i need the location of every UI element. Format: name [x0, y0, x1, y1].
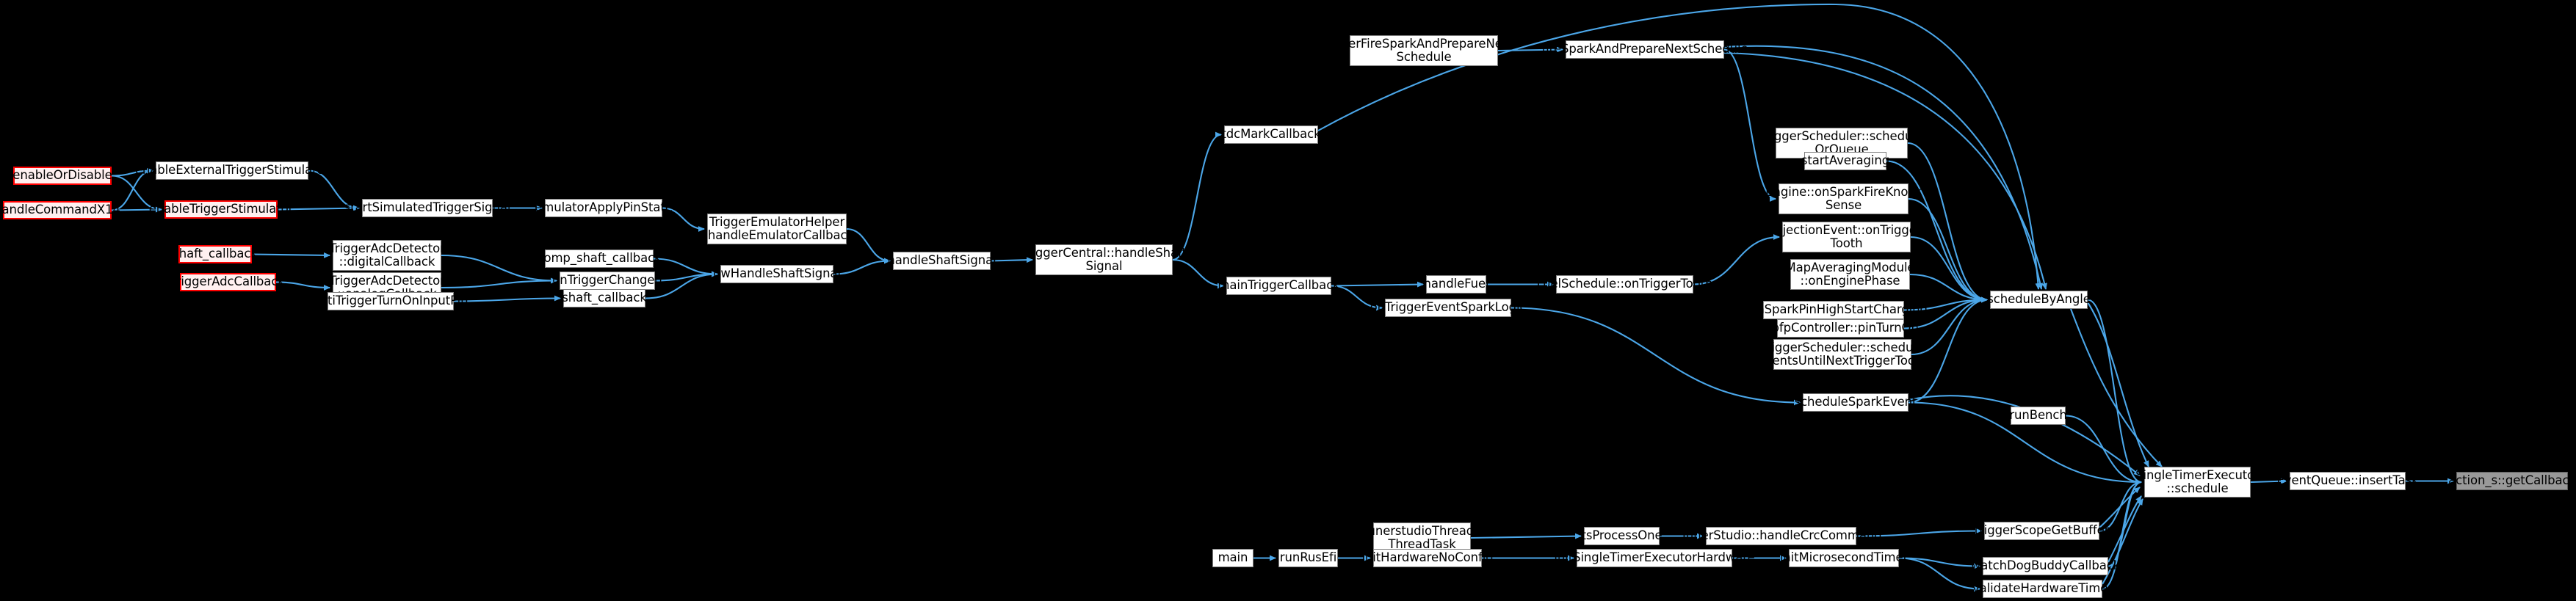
graph-node-handlecommandx14[interactable]: handleCommandX14	[0, 201, 120, 219]
graph-node-tdcmarkcallback[interactable]: tdcMarkCallback	[1221, 125, 1321, 144]
edge-handleshaftsignal-to-triggercentral-handleshaftsignal	[990, 257, 1033, 263]
graph-node-triggeradccallback[interactable]: triggerAdcCallback	[171, 273, 285, 291]
graph-node-turnsparkpinhighstartcharging[interactable]: turnSparkPinHighStartCharging	[1740, 301, 1928, 319]
edge-triggerscheduler-scheduleeventsuntilnexttriggertooth-to-schedulebyangle	[1911, 296, 1988, 356]
edge-validatehardwaretimer-to-singletimerexecutor	[2102, 498, 2143, 585]
edge-triggeremulatorhelper-handleemulatorcallback-to-handleshaftsignal	[846, 227, 891, 264]
edge-shaft-callback2-to-hwhandleshaftsignal	[645, 271, 718, 299]
edge-schedulebyangle-to-singletimerexecutor-schedule	[2087, 299, 2142, 485]
edge-schedulesparkevent-to-singletimerexecutor-schedule	[1908, 401, 2142, 485]
graph-node-ontriggereventsparklogic[interactable]: onTriggerEventSparkLogic	[1370, 299, 1527, 317]
edge-enableordisable-to-enabletriggerstimulator	[111, 175, 162, 213]
graph-node-enableordisable[interactable]: enableOrDisable	[12, 167, 112, 185]
edge-fuelschedule-ontriggertooth-to-injectionevent-ontriggertooth	[1693, 234, 1780, 285]
graph-node-engine-onsparkfireknocksense[interactable]: Engine::onSparkFireKnock Sense	[1765, 183, 1922, 214]
graph-node-triggerscopegetbuffer[interactable]: triggerScopeGetBuffer	[1975, 522, 2109, 540]
edge-schedulebyangle-to-singletimerexecutor-b	[2070, 308, 2163, 467]
graph-node-initsingletimerexecutorhardware[interactable]: initSingleTimerExecutorHardware	[1554, 549, 1755, 567]
edge-injectionevent-ontriggertooth-to-schedulebyangle	[1910, 236, 1988, 303]
graph-node-extitriggerturnoninputpin[interactable]: extiTriggerTurnOnInputPin	[314, 292, 468, 310]
graph-node-firesparkandpreparenextschedule[interactable]: fireSparkAndPrepareNextSchedule	[1541, 40, 1748, 59]
graph-node-triggerscheduler-scheduleeventsuntilnexttriggertooth[interactable]: TriggerScheduler::schedule EventsUntilNe…	[1757, 339, 1928, 370]
edge-tunerstudio-handlecrccommand-to-triggerscopegetbuffer	[1856, 528, 1982, 537]
edge-maintriggercallback-to-handlefuel	[1331, 281, 1424, 288]
graph-node-main[interactable]: main	[1212, 549, 1253, 567]
graph-node-ontriggerchanged[interactable]: onTriggerChanged	[552, 272, 662, 290]
graph-node-triggercentral-handleshaftsignal[interactable]: TriggerCentral::handleShaft Signal	[1021, 244, 1187, 275]
edge-engine-onsparkfireknocksense-to-schedulebyangle	[1908, 197, 1988, 303]
edge-firesparkandpreparenextschedule-to-engine-onsparkfireknocksense	[1723, 48, 1776, 202]
edge-ontriggereventsparklogic-to-schedulesparkevent	[1510, 307, 1801, 406]
graph-node-shaft-callback[interactable]: shaft_callback	[173, 245, 258, 263]
graph-node-comp-shaft-callback[interactable]: comp_shaft_callback	[537, 249, 662, 268]
edge-emulatorapplypinstate-to-triggeremulatorhelper-handleemulatorcallback	[662, 207, 705, 232]
edge-maintriggercallback-to-ontriggereventsparklogic	[1331, 285, 1383, 311]
graph-node-inithardwarenoconfig[interactable]: initHardwareNoConfig	[1361, 549, 1494, 567]
edge-extitriggerturnoninputpin-to-shaft-callback2	[453, 295, 561, 302]
graph-node-mapaveragingmodule-onenginephase[interactable]: MapAveragingModule ::onEnginePhase	[1785, 259, 1915, 290]
edge-enableexternaltriggerstimulator-to-startsimulatedtriggersignal	[308, 170, 360, 211]
edge-triggeradcdetector-analogcallback-to-ontriggerchanged	[441, 277, 557, 289]
edge-startaveraging-to-schedulebyangle	[1886, 160, 1988, 303]
edge-tunerstudiothread-threadtask-to-tsprocessone	[1470, 533, 1582, 539]
graph-node-overfiresparkandpreparenextschedule[interactable]: overFireSparkAndPrepareNext Schedule	[1334, 35, 1514, 66]
graph-node-emulatorapplypinstate[interactable]: emulatorApplyPinState	[535, 199, 673, 217]
edge-hpfpcontroller-pinturnon-to-schedulebyangle	[1903, 296, 1988, 329]
graph-node-maintriggercallback[interactable]: mainTriggerCallback	[1218, 277, 1340, 295]
graph-node-tunerstudiothread-threadtask[interactable]: TunerstudioThread:: ThreadTask	[1362, 522, 1482, 553]
graph-node-startsimulatedtriggersignal[interactable]: startSimulatedTriggerSignal	[344, 199, 510, 217]
edge-singletimerexecutor-schedule-to-eventqueue-inserttask	[2250, 478, 2287, 484]
edge-tdcmarkcallback-to-schedulebyangle	[1317, 3, 2041, 290]
graph-node-triggeradcdetector-digitalcallback[interactable]: TriggerAdcDetector ::digitalCallback	[329, 240, 445, 271]
edge-watchdogbuddycallback-to-singletimerexecutor	[2108, 495, 2142, 563]
graph-node-action-s-getcallback[interactable]: action_s::getCallback	[2448, 472, 2576, 490]
graph-node-shaft-callback2[interactable]: shaft_callback	[562, 289, 647, 307]
graph-node-fuelschedule-ontriggertooth[interactable]: FuelSchedule::onTriggerTooth	[1537, 275, 1712, 294]
graph-node-enableexternaltriggerstimulator[interactable]: enableExternalTriggerStimulator	[135, 161, 329, 180]
edge-triggeradccallback-to-triggeradcdetector-analogcallback	[275, 281, 330, 291]
graph-node-schedulebyangle[interactable]: scheduleByAngle	[1987, 291, 2091, 309]
graph-node-runrusefi[interactable]: runRusEfi	[1278, 549, 1338, 567]
graph-node-singletimerexecutor-schedule[interactable]: SingleTimerExecutor ::schedule	[2135, 467, 2260, 498]
graph-node-hwhandleshaftsignal[interactable]: hwHandleShaftSignal	[713, 265, 841, 283]
edge-schedulebyangle-to-singletimerexecutor	[2087, 302, 2149, 467]
edge-initmicrosecondtimer-to-validatehardwaretimer	[1898, 557, 1980, 592]
edge-triggerscheduler-scheduleorqueue-to-schedulebyangle	[1907, 142, 1988, 303]
graph-node-handlefuel[interactable]: handleFuel	[1423, 275, 1489, 294]
graph-node-triggeremulatorhelper-handleemulatorcallback[interactable]: TriggerEmulatorHelper ::handleEmulatorCa…	[700, 214, 854, 244]
edge-enabletriggerstimulator-to-startsimulatedtriggersignal	[277, 205, 360, 211]
graph-node-runbench[interactable]: runBench	[2009, 407, 2067, 425]
graph-node-validatehardwaretimer[interactable]: validateHardwareTimer	[1972, 580, 2113, 598]
graph-node-tsprocessone[interactable]: tsProcessOne	[1581, 527, 1663, 545]
edge-handlecommandx14-to-enableexternaltriggerstimulator	[111, 167, 153, 211]
graph-node-startaveraging[interactable]: startAveraging	[1801, 152, 1889, 170]
graph-node-initmicrosecondtimer[interactable]: initMicrosecondTimer	[1780, 549, 1908, 567]
graph-node-eventqueue-inserttask[interactable]: EventQueue::insertTask	[2276, 472, 2419, 490]
edge-triggeradcdetector-digitalcallback-to-ontriggerchanged	[441, 254, 557, 284]
graph-node-hpfpcontroller-pinturnon[interactable]: HpfpController::pinTurnOn	[1762, 319, 1919, 338]
graph-node-enabletriggerstimulator[interactable]: enableTriggerStimulator	[149, 200, 293, 219]
graph-node-schedulesparkevent[interactable]: scheduleSparkEvent	[1795, 393, 1917, 412]
edge-triggercentral-handleshaftsignal-to-tdcmarkcallback	[1172, 131, 1222, 261]
edge-triggercentral-handleshaftsignal-to-maintriggercallback	[1172, 258, 1224, 289]
edge-shaft-callback-to-triggeradcdetector-digitalcallback	[251, 252, 330, 258]
graph-node-handleshaftsignal[interactable]: handleShaftSignal	[887, 252, 996, 270]
edge-firespark-to-schedulebyangle-b	[1723, 51, 2047, 290]
edge-triggerscopegetbuffer-to-singletimerexecutor	[2099, 487, 2141, 528]
graph-node-injectionevent-ontriggertooth[interactable]: InjectionEvent::onTrigger Tooth	[1771, 222, 1922, 252]
graph-node-tunerstudio-handlecrccommand[interactable]: TunerStudio::handleCrcCommand	[1680, 527, 1882, 545]
edge-comp-shaft-callback-to-hwhandleshaftsignal	[653, 258, 718, 277]
graph-node-watchdogbuddycallback[interactable]: watchDogBuddyCallback	[1971, 557, 2120, 575]
edge-handlecommandx14-to-enabletriggerstimulator	[111, 206, 162, 213]
edge-mapaveragingmodule-onenginephase-to-schedulebyangle	[1909, 273, 1988, 303]
edge-hwhandleshaftsignal-to-handleshaftsignal	[833, 258, 891, 275]
